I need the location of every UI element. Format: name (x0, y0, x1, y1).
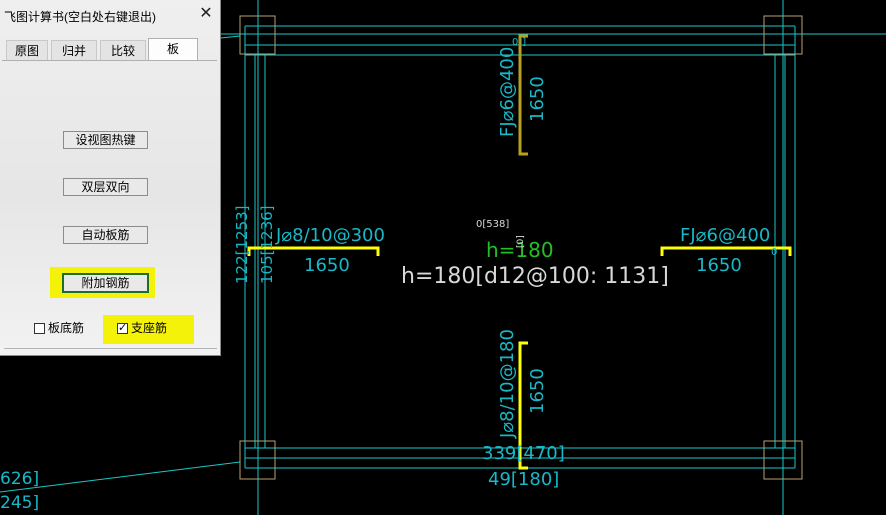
bottom-rebar-length: 1650 (527, 368, 548, 414)
column-top-left (239, 15, 276, 55)
double-layer-button[interactable]: 双层双向 (63, 178, 148, 196)
left-rebar[interactable]: J⌀8/10@300 1650 122[1253] 105[1236] (233, 205, 385, 284)
bottom-left-tag-2: 245] (0, 493, 39, 513)
bottom-rebar[interactable]: J⌀8/10@180 1650 339[470] 49[180] (482, 329, 565, 490)
slab-reinforcement: h=180[d12@100: 1131] (401, 264, 669, 289)
bottom-rebar-tag-2: 49[180] (488, 469, 559, 490)
tab-slab-content (2, 60, 217, 347)
bottom-rebar-tag-1: 339[470] (482, 443, 565, 464)
slab-center-labels[interactable]: 0[538] h=180 [0] h=180[d12@100: 1131] (401, 219, 669, 289)
auto-slab-rebar-button[interactable]: 自动板筋 (63, 226, 148, 244)
left-rebar-length: 1650 (304, 255, 350, 276)
column-bottom-right (763, 440, 803, 480)
panel-tabs: 原图 归并 比较 板 (2, 38, 219, 60)
additional-rebar-button[interactable]: 附加钢筋 (62, 273, 149, 293)
bottom-rebar-checkbox[interactable] (34, 323, 45, 335)
panel-title: 飞图计算书(空白处右键退出) (4, 10, 156, 24)
bottom-rebar-checkbox-row[interactable]: 板底筋 (34, 321, 84, 337)
calc-panel[interactable]: 飞图计算书(空白处右键退出) ✕ 原图 归并 比较 板 设视图热键 双层双向 自… (0, 0, 221, 356)
top-rebar-length: 1650 (527, 76, 548, 122)
bottom-rebar-checkbox-label: 板底筋 (48, 321, 85, 335)
column-top-right (763, 15, 803, 55)
slab-small-tag-mid: [0] (516, 235, 526, 248)
support-rebar-checkbox-label: 支座筋 (131, 321, 168, 335)
left-side-tag-2: 105[1236] (258, 205, 276, 284)
set-view-hotkey-button[interactable]: 设视图热键 (63, 131, 148, 149)
left-side-tag-1: 122[1253] (233, 205, 251, 284)
tab-slab[interactable]: 板 (148, 38, 198, 60)
right-rebar[interactable]: FJ⌀6@400 1650 0 (660, 225, 792, 276)
top-rebar-spec: FJ⌀6@400 (497, 47, 518, 137)
right-rebar-tag: 0 (771, 247, 777, 258)
right-rebar-length: 1650 (696, 255, 742, 276)
tab-compare[interactable]: 比较 (100, 40, 146, 60)
column-bottom-left (239, 440, 276, 480)
bottom-left-tag-1: 626] (0, 469, 39, 489)
slab-small-tag: 0[538] (476, 219, 509, 230)
support-rebar-checkbox-row[interactable]: ✓支座筋 (117, 321, 167, 337)
panel-divider (4, 348, 217, 349)
right-rebar-spec: FJ⌀6@400 (680, 225, 770, 246)
bottom-left-tags: 626] 245] (0, 469, 39, 513)
left-rebar-spec: J⌀8/10@300 (275, 225, 385, 246)
columns (239, 15, 803, 480)
top-rebar[interactable]: 0[] FJ⌀6@400 1650 (497, 34, 548, 156)
support-rebar-checkbox[interactable]: ✓ (117, 322, 128, 335)
tab-original[interactable]: 原图 (6, 40, 48, 60)
bottom-rebar-spec: J⌀8/10@180 (497, 329, 518, 439)
tab-merge[interactable]: 归并 (51, 40, 97, 60)
slab-thickness-label: h=180 (486, 238, 554, 262)
top-rebar-tag: 0[] (512, 37, 526, 48)
close-icon[interactable]: ✕ (199, 5, 213, 22)
